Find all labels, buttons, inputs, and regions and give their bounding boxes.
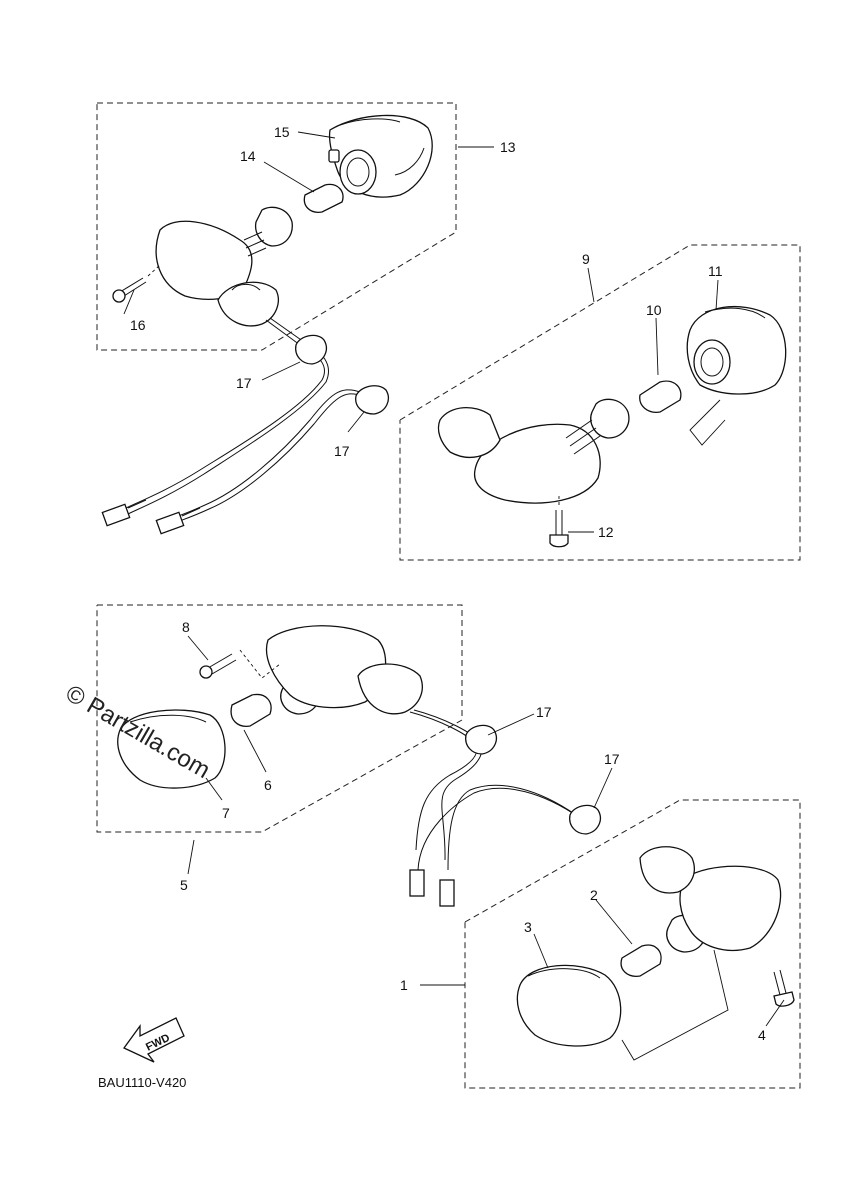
grommet-part-17-top-a[interactable] (295, 334, 327, 365)
callout-17-a[interactable]: 17 (236, 375, 252, 391)
connector-left-a[interactable] (101, 499, 147, 527)
diagram-code: BAU1110-V420 (98, 1075, 186, 1090)
callout-9[interactable]: 9 (582, 251, 590, 267)
callout-labels: 15 14 13 16 17 9 11 10 17 12 8 6 7 5 17 … (130, 124, 766, 1043)
callout-2[interactable]: 2 (590, 887, 598, 903)
assembly-group-1 (464, 799, 801, 1089)
assembly-group-13 (96, 102, 457, 351)
screw-part-8[interactable] (199, 653, 237, 679)
callout-17-c[interactable]: 17 (536, 704, 552, 720)
grommet-part-17-middle[interactable] (465, 724, 497, 755)
callout-10[interactable]: 10 (646, 302, 662, 318)
connector-middle-b[interactable] (439, 879, 455, 907)
screw-part-12[interactable] (549, 510, 569, 548)
fwd-arrow-icon: FWD (123, 1017, 185, 1063)
callout-17-d[interactable]: 17 (604, 751, 620, 767)
wire-harness-middle (409, 709, 581, 871)
callout-4[interactable]: 4 (758, 1027, 766, 1043)
callout-5[interactable]: 5 (180, 877, 188, 893)
screw-part-4[interactable] (773, 969, 795, 1007)
callout-14[interactable]: 14 (240, 148, 256, 164)
bulb-part-10[interactable] (639, 380, 682, 413)
callout-3[interactable]: 3 (524, 919, 532, 935)
screw-part-16[interactable] (112, 277, 147, 303)
housing-bottom-right[interactable] (639, 846, 782, 953)
lens-part-3[interactable] (516, 964, 622, 1047)
wire-harness-left (117, 317, 363, 525)
housing-top-right[interactable] (437, 398, 630, 504)
callout-15[interactable]: 15 (274, 124, 290, 140)
grommet-part-17-lower[interactable] (569, 804, 601, 835)
bulb-part-14[interactable] (303, 149, 344, 213)
connector-middle-a[interactable] (409, 869, 425, 897)
assembly-group-9 (399, 244, 801, 561)
callout-17-b[interactable]: 17 (334, 443, 350, 459)
callout-7[interactable]: 7 (222, 805, 230, 821)
lens-part-15[interactable] (328, 114, 433, 198)
bulb-part-6[interactable] (230, 693, 272, 727)
connector-left-b[interactable] (155, 507, 201, 535)
housing-middle-left[interactable] (265, 625, 423, 715)
callout-16[interactable]: 16 (130, 317, 146, 333)
assembly-group-5 (96, 604, 463, 833)
callout-leaders (123, 131, 785, 1061)
callout-1[interactable]: 1 (400, 977, 408, 993)
callout-13[interactable]: 13 (500, 139, 516, 155)
housing-top-left[interactable] (155, 206, 293, 327)
callout-8[interactable]: 8 (182, 619, 190, 635)
callout-12[interactable]: 12 (598, 524, 614, 540)
callout-6[interactable]: 6 (264, 777, 272, 793)
lens-part-11[interactable] (686, 305, 787, 395)
lens-part-7[interactable] (117, 709, 226, 789)
callout-11[interactable]: 11 (708, 263, 723, 279)
bulb-part-2[interactable] (620, 944, 662, 977)
grommet-part-17-top-b[interactable] (355, 385, 389, 415)
